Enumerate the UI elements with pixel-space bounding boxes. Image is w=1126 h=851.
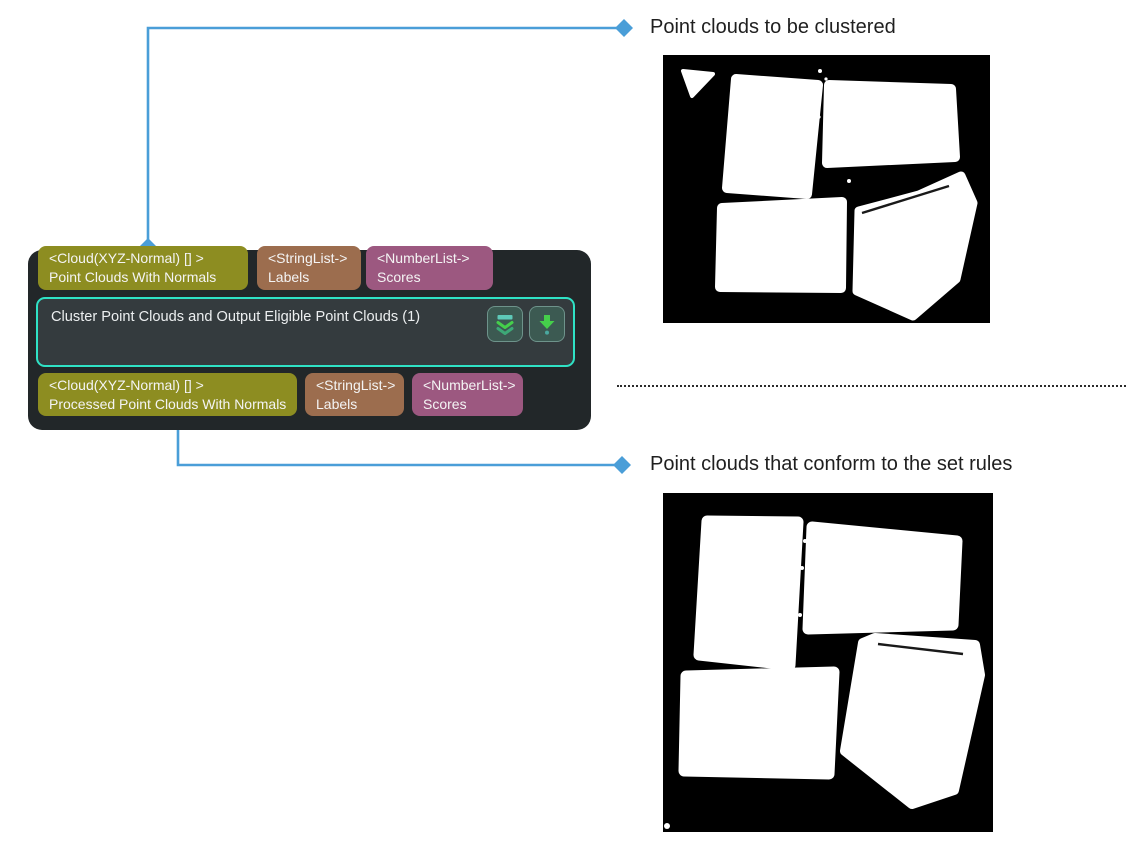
port-datatype: <StringList-> — [268, 250, 348, 266]
step-run-button[interactable] — [529, 306, 565, 342]
port-datatype: <NumberList-> — [377, 250, 470, 266]
point-cloud-image-input — [663, 55, 990, 323]
port-datatype: <Cloud(XYZ-Normal) [] > — [49, 376, 204, 393]
port-label: Point Clouds With Normals — [49, 269, 217, 285]
input-port-labels[interactable]: <StringList-> Labels — [257, 246, 361, 290]
input-port-scores[interactable]: <NumberList-> Scores — [366, 246, 493, 290]
output-port-scores[interactable]: <NumberList-> Scores — [412, 373, 523, 416]
top-annotation-label: Point clouds to be clustered — [650, 16, 896, 38]
double-chevron-down-icon — [496, 315, 514, 335]
port-label: Scores — [377, 269, 421, 285]
top-label-diamond-icon — [615, 19, 633, 37]
port-label: Processed Point Clouds With Normals — [49, 395, 287, 412]
port-datatype: <StringList-> — [316, 376, 396, 393]
port-label: Labels — [268, 269, 310, 285]
bottom-annotation-label: Point clouds that conform to the set rul… — [650, 453, 1013, 475]
port-datatype: <NumberList-> — [423, 376, 516, 393]
node-body[interactable]: Cluster Point Clouds and Output Eligible… — [36, 297, 575, 367]
port-label: Labels — [316, 395, 358, 412]
output-port-labels[interactable]: <StringList-> Labels — [305, 373, 404, 416]
point-cloud-image-output — [663, 493, 993, 832]
output-port-processed-point-clouds-with-normals[interactable]: <Cloud(XYZ-Normal) [] > Processed Point … — [38, 373, 297, 416]
dotted-divider — [617, 385, 1126, 387]
arrow-down-icon — [539, 315, 555, 335]
top-connector-line — [146, 26, 621, 246]
input-port-point-clouds-with-normals[interactable]: <Cloud(XYZ-Normal) [] > Point Clouds Wit… — [38, 246, 248, 290]
node-title: Cluster Point Clouds and Output Eligible… — [51, 309, 421, 325]
port-datatype: <Cloud(XYZ-Normal) [] > — [49, 250, 204, 266]
bottom-label-diamond-icon — [613, 456, 631, 474]
port-label: Scores — [423, 395, 467, 412]
collapse-button[interactable] — [487, 306, 523, 342]
